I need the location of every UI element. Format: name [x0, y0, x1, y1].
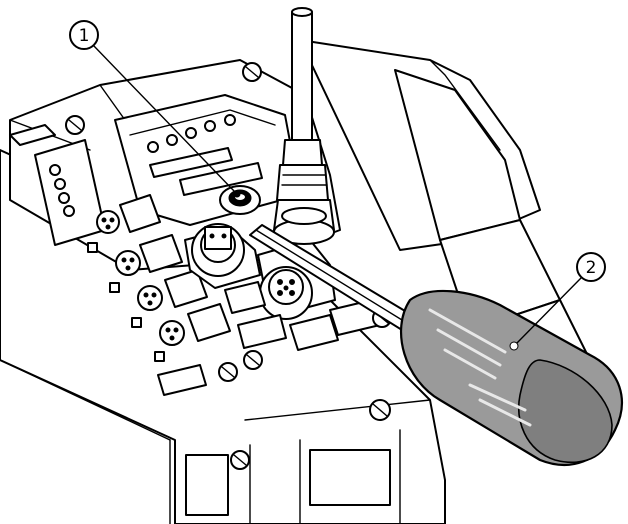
callout-1-circle [69, 20, 99, 50]
left-led-panel [9, 124, 106, 246]
cable-connector [273, 7, 335, 245]
callout-2-circle [576, 252, 606, 282]
callout-2: 2 [509, 252, 606, 351]
left-connector-column [87, 194, 263, 396]
callout-1: 1 [69, 20, 241, 198]
callout-2-label: 2 [586, 258, 597, 278]
callout-1-leader [92, 44, 236, 193]
screwdriver-handle [400, 289, 623, 466]
callout-1-label: 1 [79, 26, 90, 46]
middle-connectors [184, 223, 392, 351]
callout-2-leader [514, 276, 583, 346]
rotary-switch [219, 185, 261, 215]
